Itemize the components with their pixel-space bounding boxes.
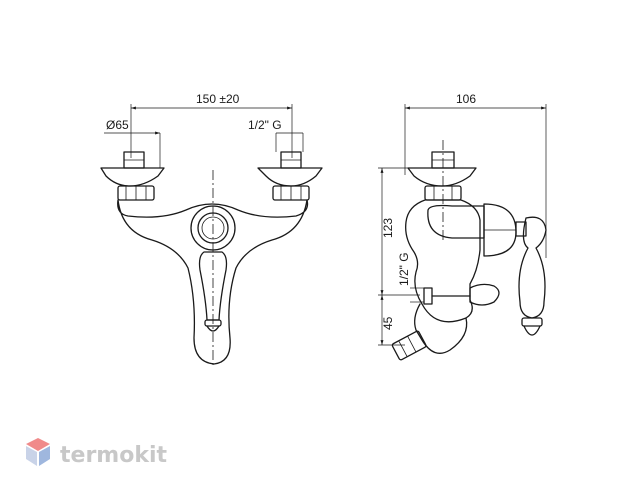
dim-spout: 45 xyxy=(381,316,395,330)
side-spout xyxy=(414,303,468,354)
dim-side-width: 106 xyxy=(456,92,476,106)
logo-cube-icon xyxy=(26,438,50,451)
left-inlet xyxy=(100,151,165,201)
termokit-logo: termokit xyxy=(26,438,167,468)
dim-thread-side: 1/2" G xyxy=(397,252,411,286)
side-view: 106 123 45 1/2" G xyxy=(378,92,547,361)
right-inlet xyxy=(257,151,323,201)
front-body xyxy=(117,199,309,365)
side-body xyxy=(405,199,481,323)
dim-thread-front: 1/2" G xyxy=(248,118,282,132)
side-handle xyxy=(518,216,547,319)
dim-front-width: 150 ±20 xyxy=(196,92,240,106)
dim-height: 123 xyxy=(381,218,395,238)
front-view: 150 ±20 Ø65 1/2" G xyxy=(100,92,323,368)
dim-diameter: Ø65 xyxy=(106,118,129,132)
logo-text: termokit xyxy=(60,443,167,468)
